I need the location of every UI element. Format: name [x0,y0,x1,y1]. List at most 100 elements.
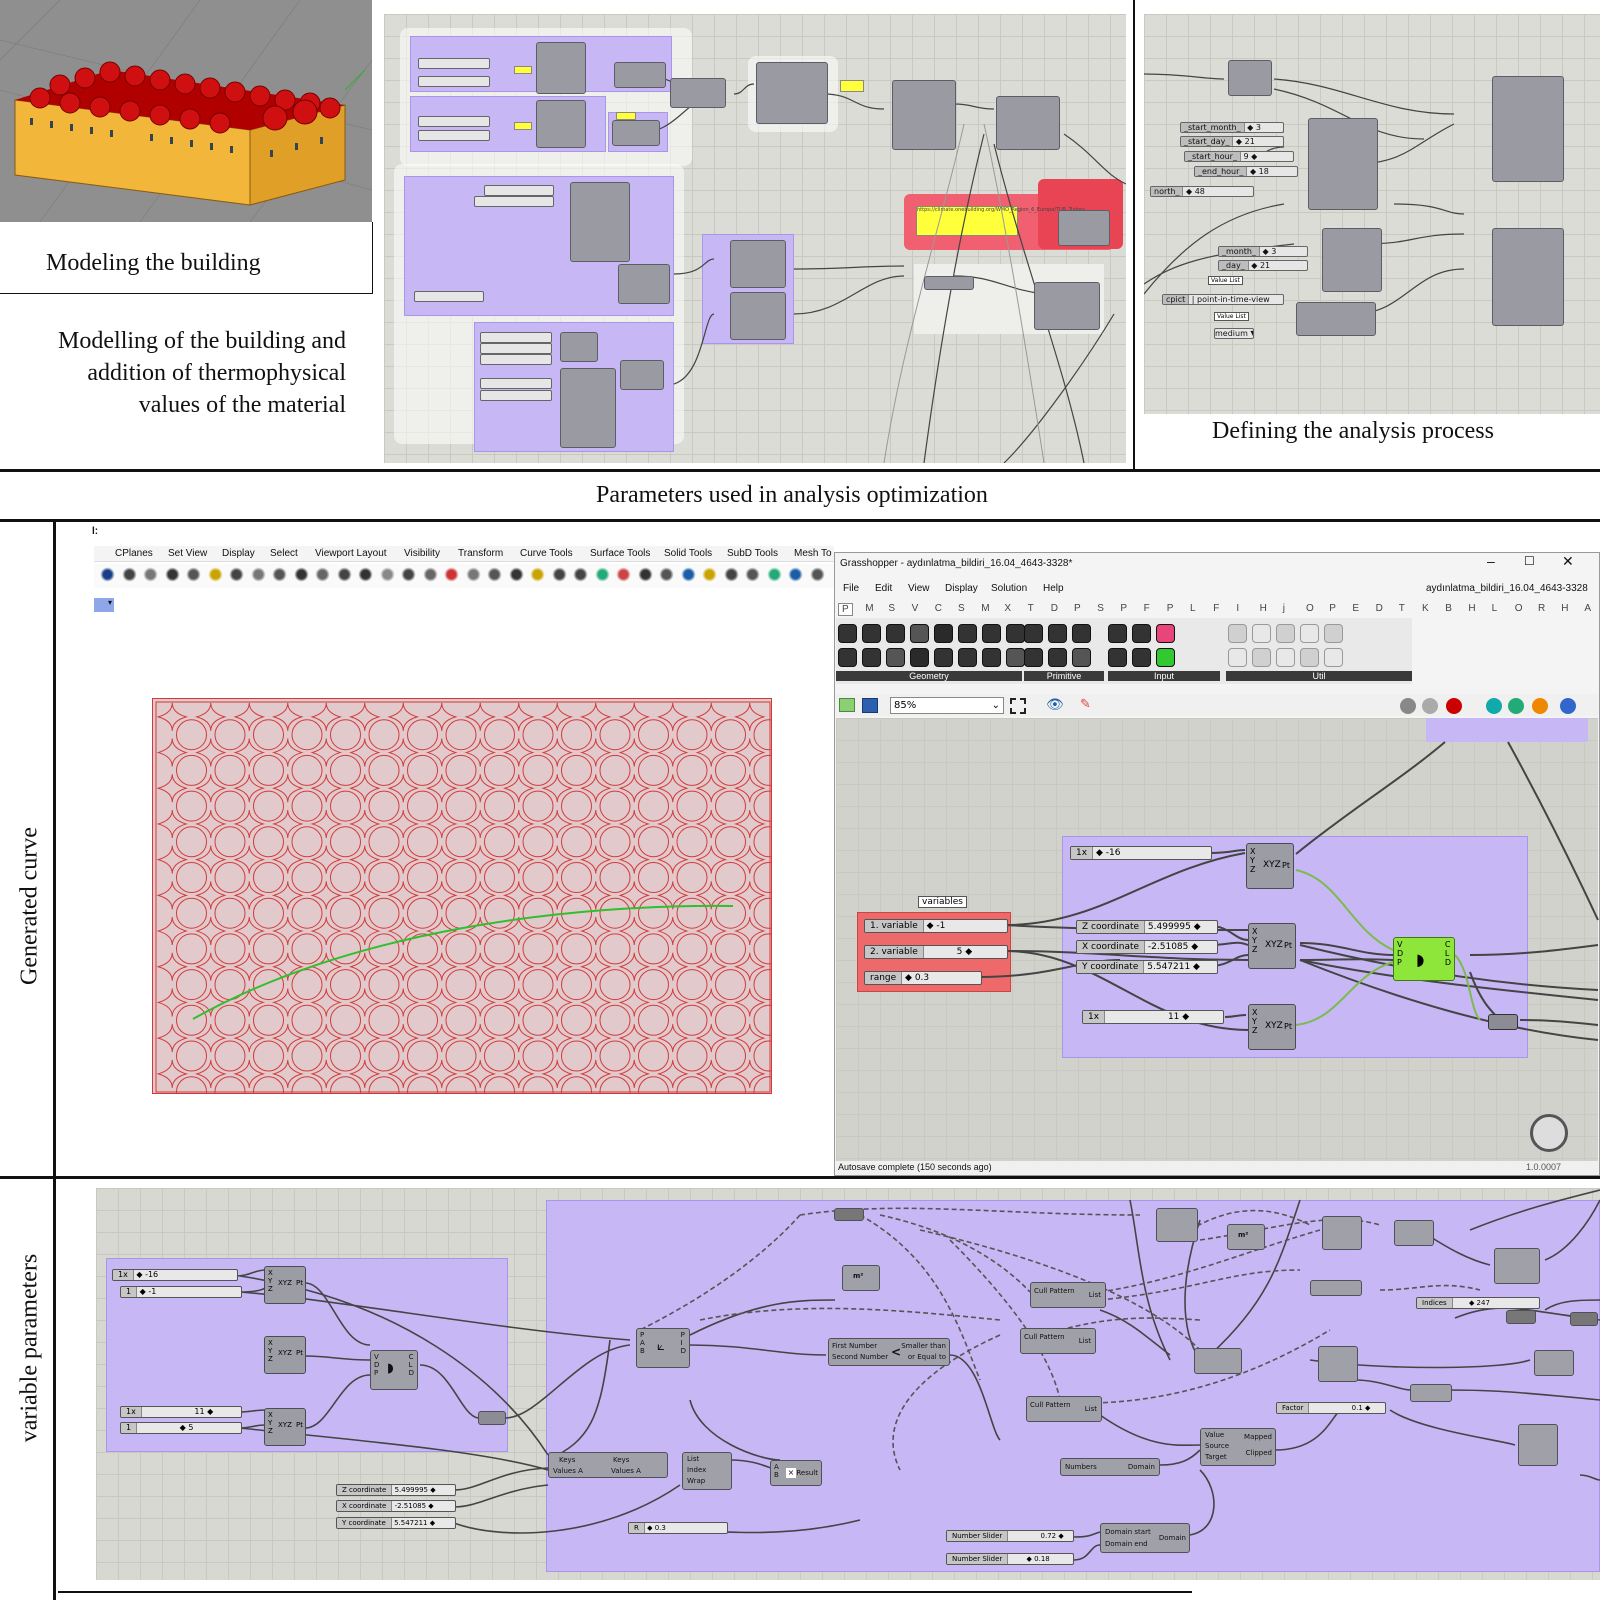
rhino-toolbar-icon[interactable] [658,566,675,583]
b-component-sc[interactable] [1194,1348,1242,1374]
rhino-menu-item[interactable]: Select [270,548,298,559]
b-slider-minus1[interactable]: 1 ◆ -1 [120,1286,242,1298]
rhino-toolbar-icon[interactable] [550,566,568,583]
gh-ribbon-button[interactable] [1048,624,1067,643]
rhino-toolbar-icon[interactable] [400,566,417,583]
gh-eye-icon[interactable]: 👁 [1046,697,1064,713]
gh-tab[interactable]: T [1027,603,1034,614]
gh-save-icon[interactable] [862,698,878,713]
north-slider[interactable]: north_ ◆ 48 [1150,186,1254,197]
gh-tab[interactable]: D [1050,603,1059,614]
glazing-construction-component[interactable] [620,360,664,390]
rhino-menu-item[interactable]: Display [222,548,255,559]
gh-tab[interactable]: I [1236,603,1240,614]
b-range-slider[interactable]: R ◆ 0.3 [628,1522,728,1534]
gh-tab[interactable]: H [1259,603,1267,614]
slider-glazing-shgc[interactable] [480,343,552,354]
gh-maximize-button[interactable]: ☐ [1524,554,1535,568]
gh-ribbon-button[interactable] [862,648,881,667]
rhino-toolbar-icon[interactable] [701,566,718,583]
gh-ribbon-button[interactable] [1006,624,1025,643]
note-panel-1[interactable] [514,66,532,74]
gh-tab[interactable]: D [1375,603,1383,614]
rhino-menu-item[interactable]: Mesh To [794,548,832,559]
rhino-menu-item[interactable]: Visibility [404,548,440,559]
b-area-component-2[interactable]: m² [1227,1224,1265,1250]
wall-material-component[interactable] [570,182,630,262]
glazing-component-2[interactable] [560,332,598,362]
gh-ribbon-button[interactable] [1300,624,1319,643]
b-component-f1[interactable] [1156,1208,1198,1242]
gh-ribbon-button[interactable] [838,624,857,643]
rhino-toolbar-icon[interactable] [357,566,374,583]
point-in-time-component[interactable] [1492,228,1564,326]
construction-component-2[interactable] [612,120,660,146]
note-panel-4[interactable] [840,80,864,92]
gh-tab[interactable]: H [1561,603,1569,614]
gh-ribbon-button[interactable] [934,648,953,667]
month-slider[interactable]: _month_ ◆ 3 [1218,246,1308,257]
b-slider-5[interactable]: 1 ◆ 5 [120,1422,242,1434]
rhino-menu-item[interactable]: Solid Tools [664,548,713,559]
rhino-toolbar-icon[interactable] [486,566,503,583]
construction-component-1[interactable] [614,62,666,88]
gh-tab[interactable]: A [1584,603,1592,614]
b-component-list2[interactable] [1494,1248,1540,1284]
gh-ribbon-button[interactable] [1024,624,1043,643]
gh-tab[interactable]: S [1097,603,1104,614]
start-day-slider[interactable]: _start_day_ ◆ 21 [1180,136,1284,147]
rhino-toolbar-icon[interactable] [206,566,224,583]
rhino-toolbar-icon[interactable] [120,566,138,583]
gh-ribbon-button[interactable] [1156,648,1175,667]
variable-2-slider[interactable]: 2. variable 5 ◆ [864,945,1008,959]
x-11-slider[interactable]: 1x 11 ◆ [1082,1010,1224,1024]
gh-zoom-select[interactable]: 85%⌄ [890,697,1004,714]
b-slider-minus16[interactable]: 1x ◆ -16 [112,1269,238,1281]
gh-ribbon-button[interactable] [1228,624,1247,643]
rhino-menu-item[interactable]: Surface Tools [590,548,651,559]
slider-glazing-tvis[interactable] [480,354,552,365]
end-hour-slider[interactable]: _end_hour_ ◆ 18 [1194,166,1298,177]
slider-wall-conductance[interactable] [474,196,554,207]
gh-ribbon-button[interactable] [1072,648,1091,667]
rhino-toolbar-icon[interactable] [99,566,116,583]
rhino-toolbar-icon[interactable] [228,566,245,583]
gh-ribbon-button[interactable] [838,648,857,667]
rhino-toolbar-icon[interactable] [636,566,654,583]
rhino-toolbar-icon[interactable] [292,566,310,583]
b-component-s[interactable] [1310,1280,1362,1296]
x-coordinate-slider[interactable]: X coordinate -2.51085 ◆ [1076,940,1218,954]
rhino-toolbar-icon[interactable] [335,566,353,583]
gh-tab[interactable]: P [1074,603,1081,614]
gh-tab[interactable]: S [888,603,896,614]
rhino-menu-item[interactable]: Viewport Layout [315,548,387,559]
rhino-toolbar-icon[interactable] [808,566,826,583]
gh-ribbon-button[interactable] [1252,648,1271,667]
gh-ribbon-button[interactable] [1228,648,1247,667]
rhino-toolbar-icon[interactable] [679,566,697,583]
gh-tab[interactable]: E [1352,603,1360,614]
gh-minimize-button[interactable]: – [1487,553,1495,569]
gh-tab[interactable]: C [934,603,943,614]
gh-preview-icon[interactable] [1532,698,1548,714]
b-factor-slider[interactable]: Factor 0.1 ◆ [1276,1402,1386,1414]
construction-set-2[interactable] [756,62,828,124]
b-x-coordinate[interactable]: X coordinate -2.51085 ◆ [336,1500,456,1512]
rhino-toolbar-icon[interactable] [572,566,589,583]
gh-ribbon-button[interactable] [1300,648,1319,667]
note-panel-2[interactable] [514,122,532,130]
gh-tab[interactable]: M [981,603,990,614]
rhino-toolbar-icon[interactable] [464,566,482,583]
rhino-toolbar-icon[interactable] [593,566,611,583]
